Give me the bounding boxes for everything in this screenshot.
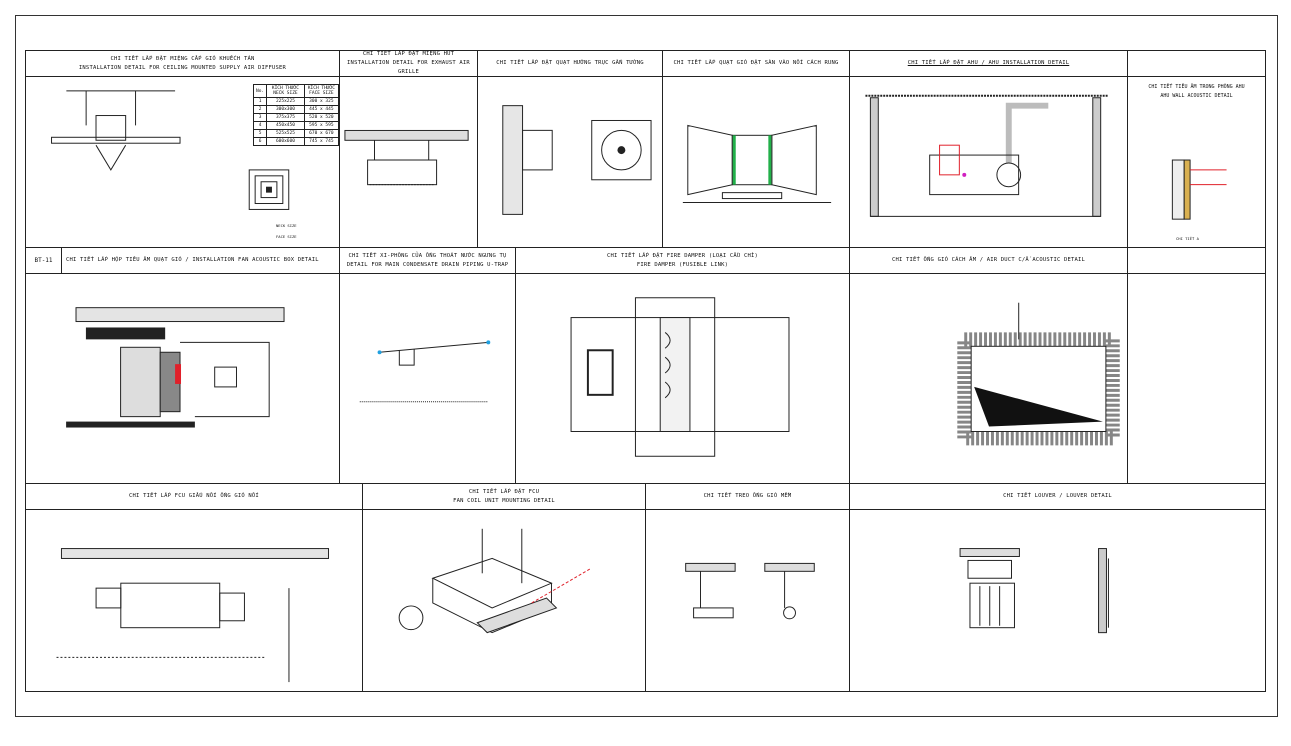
panel-u-trap: CHI TIẾT XI-PHÔNG CỦA ỐNG THOÁT NƯỚC NGƯ… <box>339 247 516 484</box>
fcu-duct-drawing <box>56 548 330 683</box>
fcu-mounting-drawing <box>398 528 592 634</box>
panel-title: CHI TIẾT LẮP ĐẶT FCU <box>468 488 540 495</box>
acoustic-box-drawing <box>66 307 285 428</box>
panel-fcu-mounting: CHI TIẾT LẮP ĐẶT FCU FAN COIL UNIT MOUNTI… <box>362 483 646 692</box>
detail-a-label: CHI TIẾT A <box>1176 236 1199 241</box>
flex-duct-drawing <box>685 562 815 620</box>
panel-fire-damper: CHI TIẾT LẮP ĐẶT FIRE DAMPER (LOẠI CẦU C… <box>515 247 850 484</box>
header: KÍCH THƯỚC FACE SIZE <box>303 84 340 98</box>
panel-louver: CHI TIẾT LOUVER / LOUVER DETAIL <box>849 483 1266 692</box>
panel-ahu-wall: CHI TIẾT TIÊU ÂM TRONG PHÒNG AHU AHU WALL… <box>1127 50 1266 248</box>
panel-title: CHI TIẾT TREO ỐNG GIÓ MỀM <box>703 493 792 499</box>
panel-title: CHI TIẾT LẮP ĐẶT FIRE DAMPER (LOẠI CẦU C… <box>607 252 758 259</box>
sheet-border <box>15 15 1278 717</box>
panel-floor-fan: CHI TIẾT LẮP QUẠT GIÓ ĐẶT SÀN VÀO NỐI CÁ… <box>662 50 850 248</box>
header: No. <box>252 84 268 98</box>
panel-title: CHI TIẾT LẮP FCU GIẤU NỐI ỐNG GIÓ NỐI <box>129 493 259 499</box>
panel-title: CHI TIẾT LẮP ĐẶT QUẠT HƯỚNG TRỤC GẮN TƯỜ… <box>496 60 644 66</box>
panel-acoustic-box: CHI TIẾT LẮP HỘP TIÊU ÂM QUẠT GIÓ / INST… <box>25 247 340 484</box>
panel-title: CHI TIẾT LOUVER / LOUVER DETAIL <box>1003 493 1112 499</box>
panel-title: CHI TIẾT LẮP ĐẶT MIỆNG HÚT <box>362 51 455 57</box>
panel-exhaust-grille: CHI TIẾT LẮP ĐẶT MIỆNG HÚT INSTALLATION D… <box>339 50 478 248</box>
panel-flex-duct: CHI TIẾT TREO ỐNG GIÓ MỀM <box>645 483 850 692</box>
panel-empty <box>1127 247 1266 484</box>
axial-fan-drawing <box>502 105 652 215</box>
face-size-label: FACE SIZE <box>276 234 297 239</box>
header: KÍCH THƯỚC NECK SIZE <box>266 84 305 98</box>
panel-acoustic-duct: CHI TIẾT ỐNG GIÓ CÁCH ÂM / AIR DUCT C/Ấ … <box>849 247 1128 484</box>
panel-title: CHI TIẾT TIÊU ÂM TRONG PHÒNG AHU <box>1148 84 1245 90</box>
panel-title: CHI TIẾT LẮP HỘP TIÊU ÂM QUẠT GIÓ / INST… <box>66 257 319 263</box>
panel-subtitle: INSTALLATION DETAIL FOR CEILING MOUNTED … <box>78 64 287 71</box>
floor-fan-drawing <box>682 124 832 204</box>
panel-subtitle: AHU WALL ACOUSTIC DETAIL <box>1160 93 1233 99</box>
panel-title: CHI TIẾT LẮP ĐẶT MIỆNG CẤP GIÓ KHUẾCH TÁ… <box>110 55 255 62</box>
exhaust-grille-drawing <box>344 129 469 186</box>
panel-subtitle: FIRE DAMPER (FUSIBLE LINK) <box>636 261 729 268</box>
acoustic-duct-drawing <box>957 302 1120 446</box>
panel-subtitle: DETAIL FOR MAIN CONDENSATE DRAIN PIPING … <box>346 261 509 268</box>
panel-subtitle: INSTALLATION DETAIL FOR EXHAUST AIR GRIL… <box>347 60 470 75</box>
ahu-drawing <box>865 94 1108 217</box>
panel-title: CHI TIẾT LẮP ĐẶT AHU / AHU INSTALLATION … <box>907 60 1070 66</box>
u-trap-drawing <box>359 340 491 403</box>
louver-drawing <box>959 548 1109 634</box>
neck-size-label: NECK SIZE <box>276 223 297 228</box>
drawing-tag: BT-11 <box>26 248 62 274</box>
panel-axial-fan: CHI TIẾT LẮP ĐẶT QUẠT HƯỚNG TRỤC GẮN TƯỜ… <box>477 50 663 248</box>
panel-fcu-duct: CHI TIẾT LẮP FCU GIẤU NỐI ỐNG GIÓ NỐI <box>25 483 363 692</box>
panel-title: CHI TIẾT ỐNG GIÓ CÁCH ÂM / AIR DUCT C/Ấ … <box>891 257 1086 263</box>
ahu-wall-drawing <box>1171 159 1227 220</box>
diffuser-drawing <box>51 90 290 210</box>
panel-title: CHI TIẾT XI-PHÔNG CỦA ỐNG THOÁT NƯỚC NGƯ… <box>348 252 507 259</box>
fire-damper-drawing <box>570 297 790 457</box>
panel-ahu: CHI TIẾT LẮP ĐẶT AHU / AHU INSTALLATION … <box>849 50 1128 248</box>
panel-subtitle: FAN COIL UNIT MOUNTING DETAIL <box>453 497 555 504</box>
panel-title: CHI TIẾT LẮP QUẠT GIÓ ĐẶT SÀN VÀO NỐI CÁ… <box>673 60 839 66</box>
panel-diffuser: CHI TIẾT LẮP ĐẶT MIỆNG CẤP GIÓ KHUẾCH TÁ… <box>25 50 340 248</box>
